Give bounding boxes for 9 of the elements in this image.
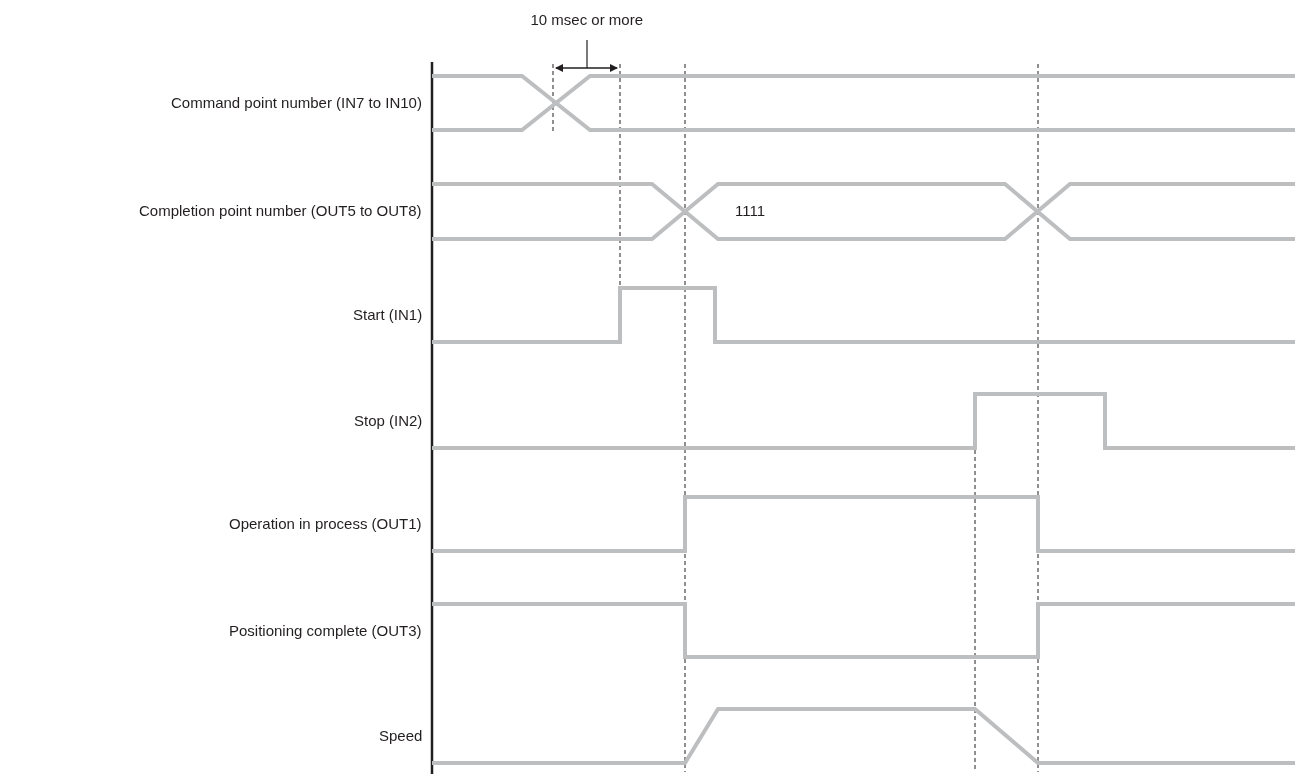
signal-label: Stop (IN2) [354, 412, 423, 430]
bus-value: 1111 [735, 202, 766, 220]
signal-label: Start (IN1) [353, 306, 423, 324]
dimension-label: 10 msec or more [530, 11, 644, 29]
signal-label: Positioning complete (OUT3) [229, 622, 422, 640]
signal-label: Completion point number (OUT5 to OUT8) [139, 202, 422, 220]
signal-label: Operation in process (OUT1) [229, 515, 422, 533]
signal-label: Command point number (IN7 to IN10) [171, 94, 422, 112]
signal-label: Speed [379, 727, 423, 745]
